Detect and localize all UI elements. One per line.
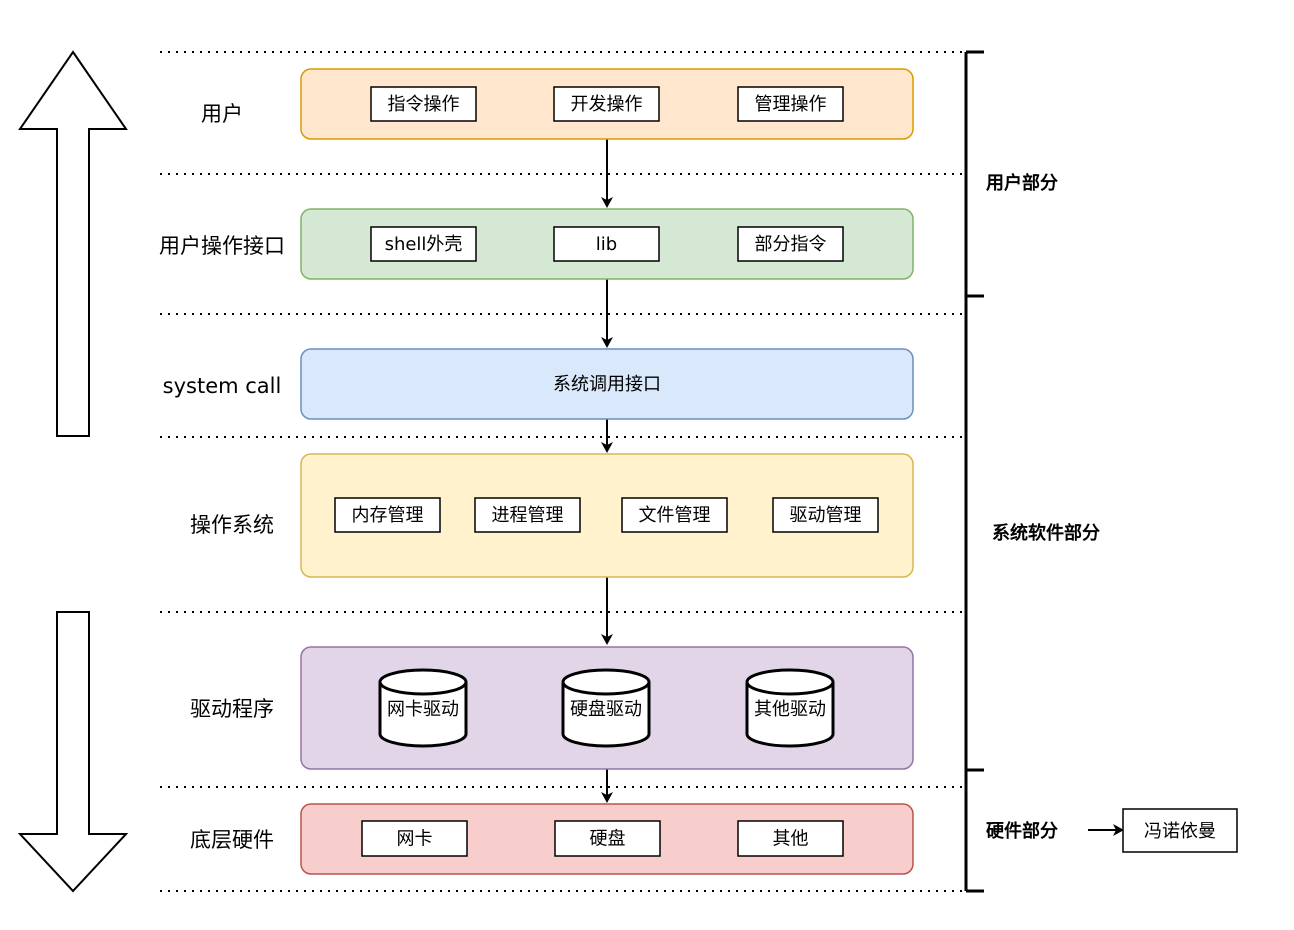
note-box xyxy=(1122,808,1238,853)
layer-label: system call xyxy=(163,374,282,398)
component-box xyxy=(737,820,844,857)
component-box xyxy=(737,86,844,122)
down-arrow-icon xyxy=(17,611,129,893)
component-box xyxy=(737,226,844,262)
component-label: shell外壳 xyxy=(385,234,463,255)
component-box xyxy=(553,226,660,262)
layer-3: system call 系统调用接口 xyxy=(163,348,914,420)
component-label: 其他 xyxy=(773,829,809,850)
component-label: 其他驱动 xyxy=(754,699,826,720)
component-box xyxy=(370,226,477,262)
component-label: 指令操作 xyxy=(388,94,460,115)
layer-label: 用户操作接口 xyxy=(159,234,285,258)
layer-5: 驱动程序 网卡驱动 硬盘驱动 其他驱动 xyxy=(190,646,914,770)
component-box xyxy=(772,497,879,533)
layer-2: 用户操作接口 shell外壳 lib 部分指令 xyxy=(159,208,914,280)
cylinder-rim xyxy=(378,681,468,696)
driver-cylinder-icon xyxy=(561,668,651,748)
cylinder-rim xyxy=(561,681,651,696)
component-box xyxy=(361,820,468,857)
layer-label: 用户 xyxy=(201,102,243,126)
layer-1: 用户 指令操作 开发操作 管理操作 xyxy=(201,68,914,140)
component-box xyxy=(554,820,661,857)
up-arrow-icon xyxy=(18,50,128,437)
cylinder-rim xyxy=(745,681,835,696)
layer-label: 驱动程序 xyxy=(190,697,274,721)
component-label: 硬盘驱动 xyxy=(570,699,642,720)
section-label-user: 用户部分 xyxy=(986,172,1058,194)
component-box xyxy=(370,86,477,122)
layer-label: 操作系统 xyxy=(190,513,274,537)
section-label-hardware: 硬件部分 xyxy=(986,820,1058,842)
layer-container xyxy=(300,348,914,420)
component-box xyxy=(553,86,660,122)
component-label: 部分指令 xyxy=(755,234,827,255)
component-label: lib xyxy=(596,234,617,255)
component-label: 内存管理 xyxy=(352,505,424,526)
layer-4: 操作系统 内存管理 进程管理 文件管理 驱动管理 xyxy=(190,453,914,578)
component-box xyxy=(474,497,581,533)
section-bracket xyxy=(964,50,984,893)
layer-label: 底层硬件 xyxy=(190,828,274,852)
layer-6: 底层硬件 网卡 硬盘 其他 xyxy=(190,803,914,875)
driver-cylinder-icon xyxy=(378,668,468,748)
component-label: 管理操作 xyxy=(755,94,827,115)
component-label: 系统调用接口 xyxy=(553,374,661,395)
component-box xyxy=(621,497,728,533)
component-label: 硬盘 xyxy=(590,829,626,850)
component-box xyxy=(334,497,441,533)
driver-cylinder-icon xyxy=(745,668,835,748)
component-label: 驱动管理 xyxy=(790,505,862,526)
section-label-system: 系统软件部分 xyxy=(992,522,1100,544)
component-label: 开发操作 xyxy=(571,94,643,115)
component-label: 网卡 xyxy=(397,829,433,850)
component-label: 文件管理 xyxy=(639,505,711,526)
component-label: 网卡驱动 xyxy=(387,699,459,720)
layer-container xyxy=(300,453,914,578)
note-label: 冯诺依曼 xyxy=(1144,821,1216,842)
component-label: 进程管理 xyxy=(492,505,564,526)
